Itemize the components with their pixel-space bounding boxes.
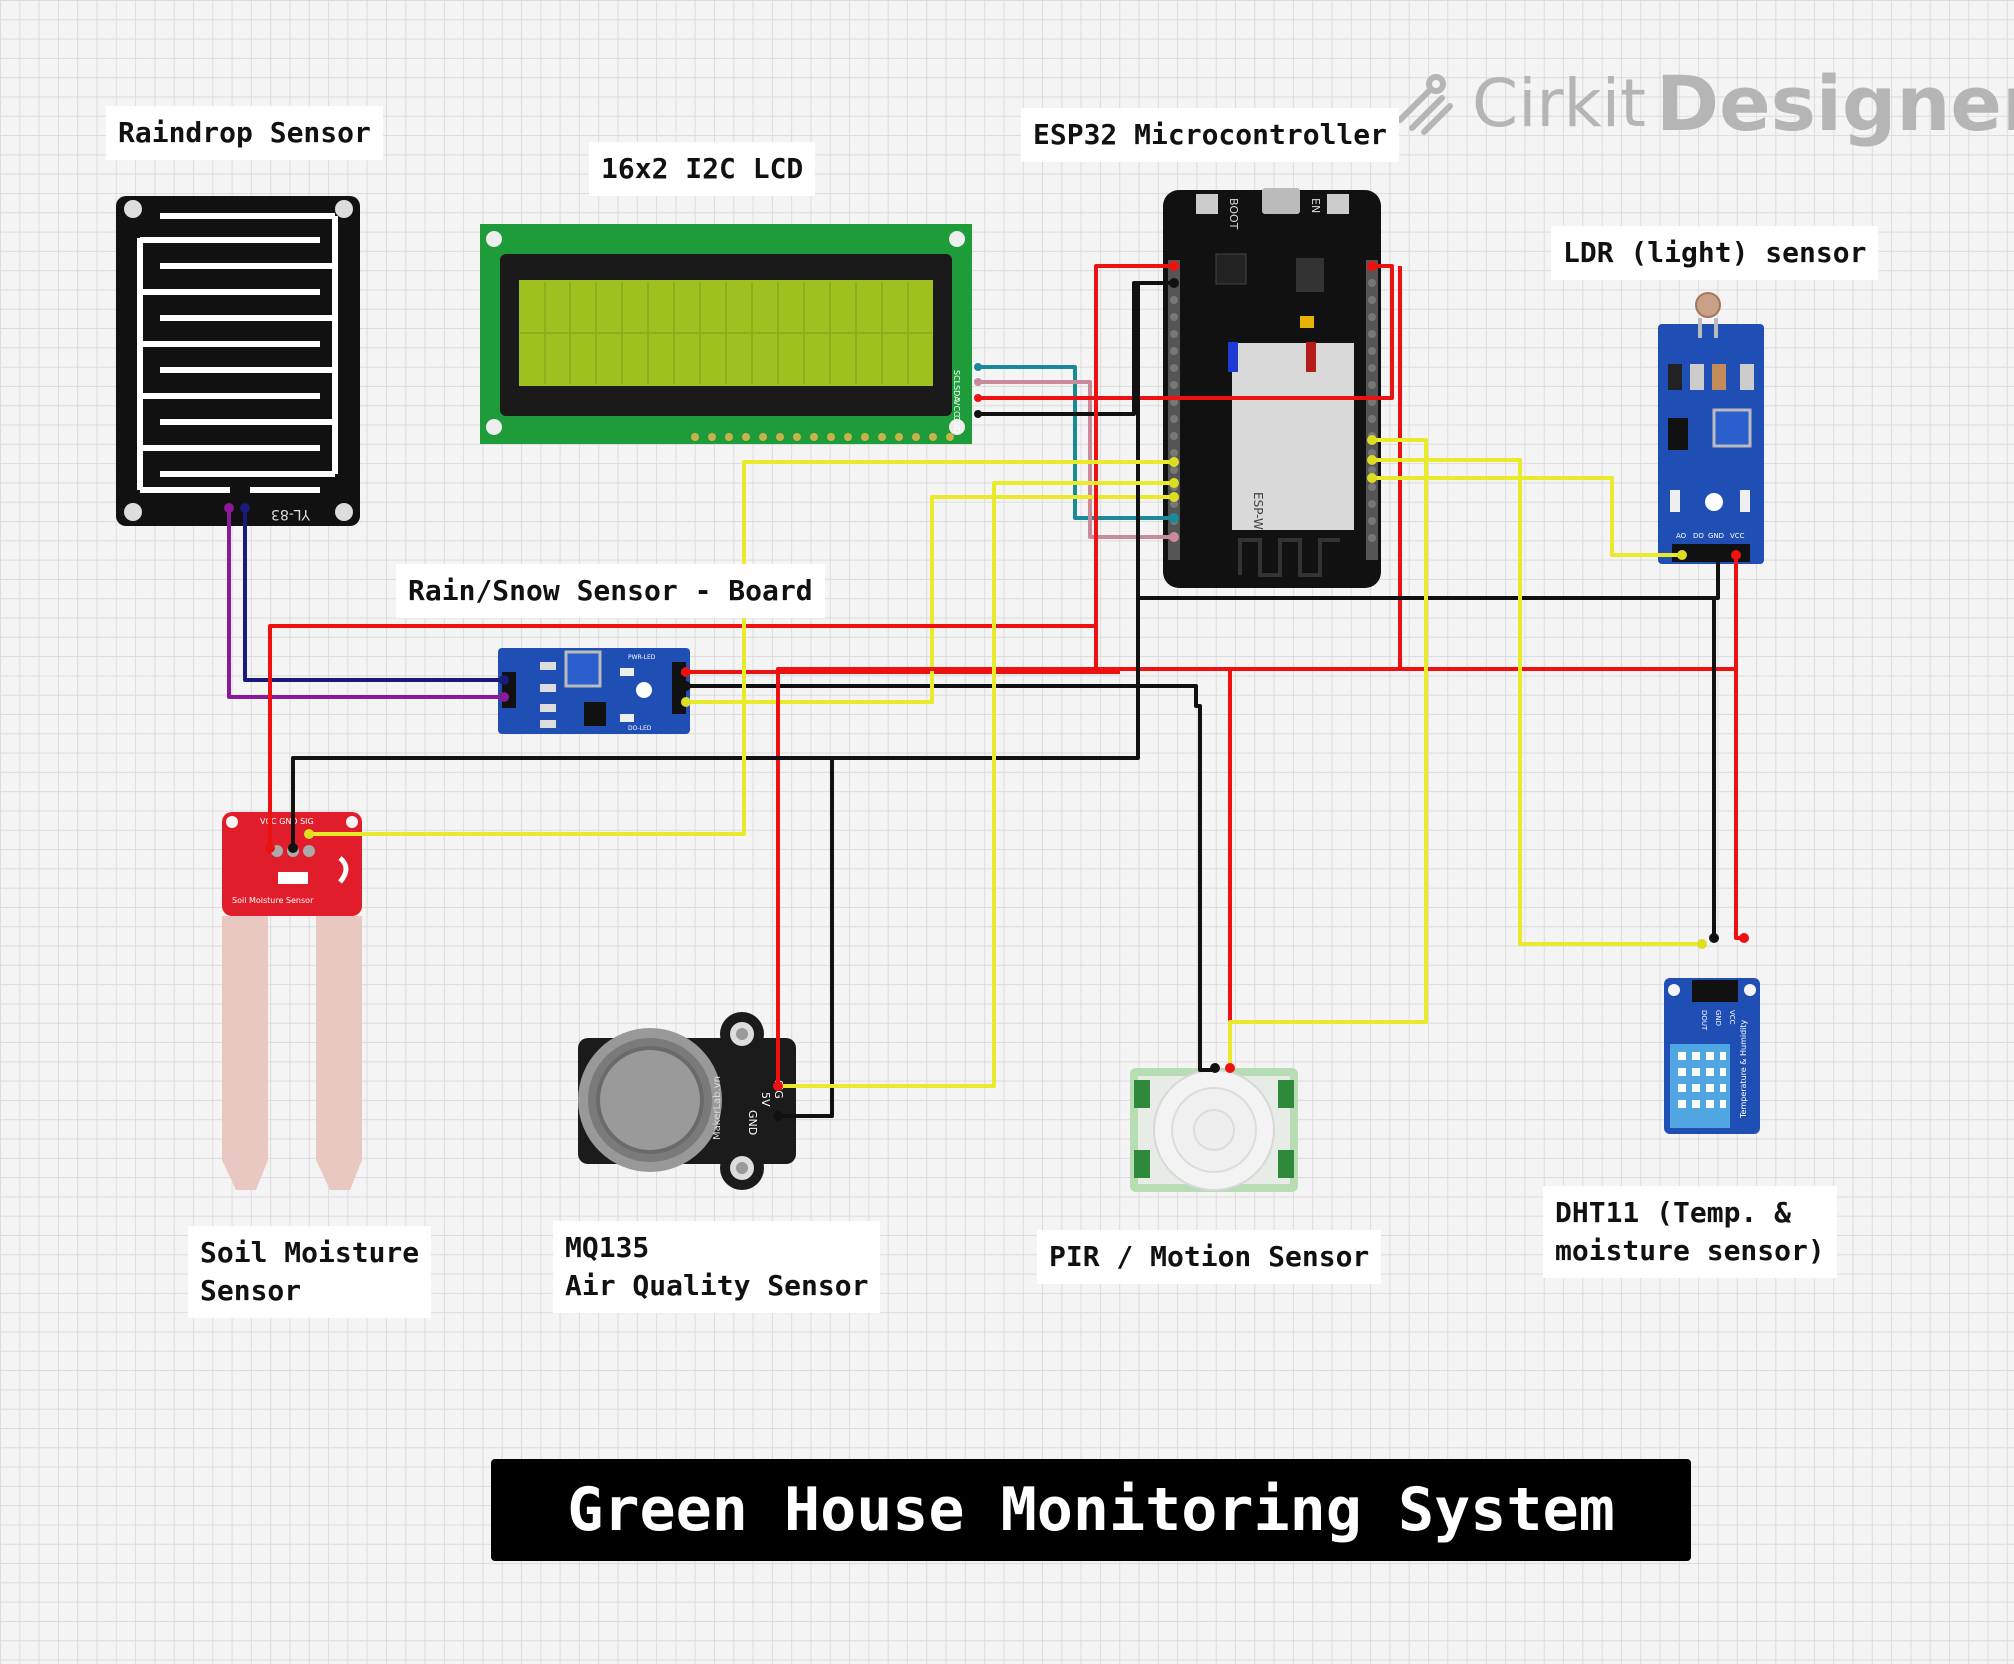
esp32-en-label: EN xyxy=(1309,198,1322,213)
label-pir: PIR / Motion Sensor xyxy=(1037,1230,1382,1284)
label-raindrop-sensor: Raindrop Sensor xyxy=(106,106,383,160)
wire-lcd-sda xyxy=(978,380,1174,539)
ldr-pin-gnd: GND xyxy=(1708,532,1724,540)
lcd-pin-scl: SCL xyxy=(952,370,961,386)
label-lcd: 16x2 I2C LCD xyxy=(589,142,816,196)
lcd-pin-sda: SDA xyxy=(952,385,961,402)
rain-board-pwr-led-label: PWR-LED xyxy=(628,654,656,661)
mq135-pin-gnd: GND xyxy=(746,1110,759,1135)
wire-mq135-5v xyxy=(776,667,1230,1086)
wire-soil-vcc xyxy=(268,624,1096,848)
ldr-module[interactable]: AO DO GND VCC xyxy=(1658,292,1764,564)
dht11-pin-dout: DOUT xyxy=(1700,1010,1708,1031)
esp32-boot-label: BOOT xyxy=(1227,198,1240,230)
lcd-pin-gnd: GND xyxy=(952,415,961,433)
wire-power-bus xyxy=(1094,264,1744,940)
wire-ldr-ao xyxy=(1372,476,1682,557)
wire-raindrop-a xyxy=(227,508,504,699)
label-dht11: DHT11 (Temp. & moisture sensor) xyxy=(1543,1186,1837,1278)
wire-rain-gnd-pir xyxy=(686,684,1215,1072)
lcd-module[interactable]: SCL SDA VCC GND xyxy=(480,224,982,444)
wire-rain-do xyxy=(686,495,1174,704)
pir-sensor[interactable] xyxy=(1130,1068,1298,1192)
label-mq135: MQ135 Air Quality Sensor xyxy=(553,1221,881,1313)
cirkit-designer-logo: Cirkit Designer xyxy=(1392,58,2014,148)
wire-lcd-vcc xyxy=(978,264,1394,400)
dht11-board-text: Temperature & Humidity xyxy=(1739,1019,1748,1119)
label-ldr: LDR (light) sensor xyxy=(1551,226,1879,280)
ldr-pin-ao: AO xyxy=(1676,532,1687,540)
soil-pin-labels: VCC GND SIG xyxy=(260,817,314,826)
lcd-pin-vcc: VCC xyxy=(952,400,961,417)
wire-dht-gnd xyxy=(1712,596,1718,938)
wire-lcd-scl xyxy=(978,365,1174,520)
label-esp32: ESP32 Microcontroller xyxy=(1021,108,1400,162)
dht11-sensor[interactable]: DOUT GND VCC Temperature & Humidity xyxy=(1664,978,1760,1134)
rain-snow-board[interactable]: PWR-LED DO-LED xyxy=(498,648,690,734)
label-rain-board: Rain/Snow Sensor - Board xyxy=(396,564,825,618)
wire-raindrop-b xyxy=(243,508,504,682)
logo-product: Designer xyxy=(1656,58,2014,148)
wire-soil-sig xyxy=(309,460,1174,836)
soil-moisture-sensor[interactable]: VCC GND SIG Soil Moisture Sensor xyxy=(222,812,362,1190)
wire-mq135-sig xyxy=(778,481,1174,1088)
wire-mq135-gnd xyxy=(778,756,1138,1118)
mq135-brand: MakerLab.vn xyxy=(712,1076,723,1140)
diagram-title: Green House Monitoring System xyxy=(491,1459,1691,1561)
soil-board-text: Soil Moisture Sensor xyxy=(232,896,314,905)
logo-brand: Cirkit xyxy=(1472,64,1646,142)
cirkit-logo-icon xyxy=(1397,74,1453,135)
label-soil-moisture: Soil Moisture Sensor xyxy=(188,1226,432,1318)
ldr-pin-do: DO xyxy=(1693,532,1704,540)
dht11-pin-vcc: VCC xyxy=(1728,1010,1736,1025)
mq135-pin-5v: 5V xyxy=(759,1092,772,1107)
dht11-pin-gnd: GND xyxy=(1714,1010,1722,1026)
esp32-board[interactable]: BOOT EN ESP-WROOM32 xyxy=(1163,188,1381,588)
wire-dht-dout xyxy=(1372,458,1702,946)
wire-soil-gnd xyxy=(291,598,1140,848)
wire-pir-out xyxy=(1228,438,1428,1068)
ldr-pin-vcc: VCC xyxy=(1730,532,1745,540)
rain-board-do-led-label: DO-LED xyxy=(628,725,652,732)
raindrop-sensor-plate[interactable]: YL-83 xyxy=(116,196,360,526)
raindrop-marking: YL-83 xyxy=(271,506,311,522)
mq135-sensor[interactable]: MakerLab.vn SIG 5V GND xyxy=(578,1012,796,1190)
